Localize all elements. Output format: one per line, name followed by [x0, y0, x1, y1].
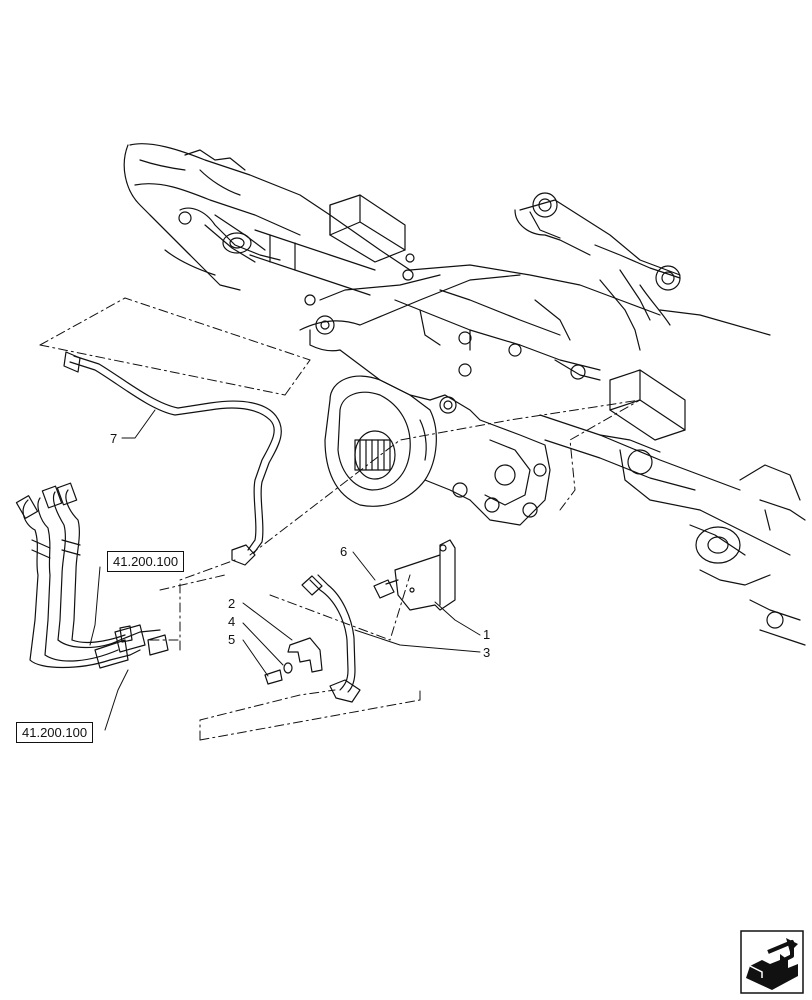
callout-4[interactable]: 4	[228, 614, 236, 629]
part-6-bolt[interactable]	[373, 579, 399, 599]
reference-link-41-200-100[interactable]: 41.200.100	[16, 722, 94, 743]
callout-6[interactable]: 6	[340, 544, 348, 559]
axle-assembly-drawing	[123, 143, 806, 646]
part-4-washer[interactable]	[283, 662, 293, 674]
part-2-clip[interactable]	[287, 637, 323, 673]
callout-3[interactable]: 3	[483, 645, 491, 660]
part-3-pipe[interactable]	[301, 574, 361, 703]
next-page-arrow-icon-graphic	[740, 930, 804, 994]
next-page-arrow-icon[interactable]	[740, 930, 804, 994]
hose-assembly[interactable]	[15, 482, 169, 669]
reference-link-41-200-100[interactable]: 41.200.100	[107, 551, 185, 572]
leader-lines	[89, 409, 481, 731]
part-5-screw[interactable]	[264, 669, 283, 685]
callout-1[interactable]: 1	[483, 627, 491, 642]
callout-5[interactable]: 5	[228, 632, 236, 647]
callout-7[interactable]: 7	[110, 431, 118, 446]
assembly-dash-lines	[39, 297, 641, 741]
part-1-bracket[interactable]	[394, 539, 456, 611]
part-7-pipe[interactable]	[63, 351, 282, 566]
callout-2[interactable]: 2	[228, 596, 236, 611]
